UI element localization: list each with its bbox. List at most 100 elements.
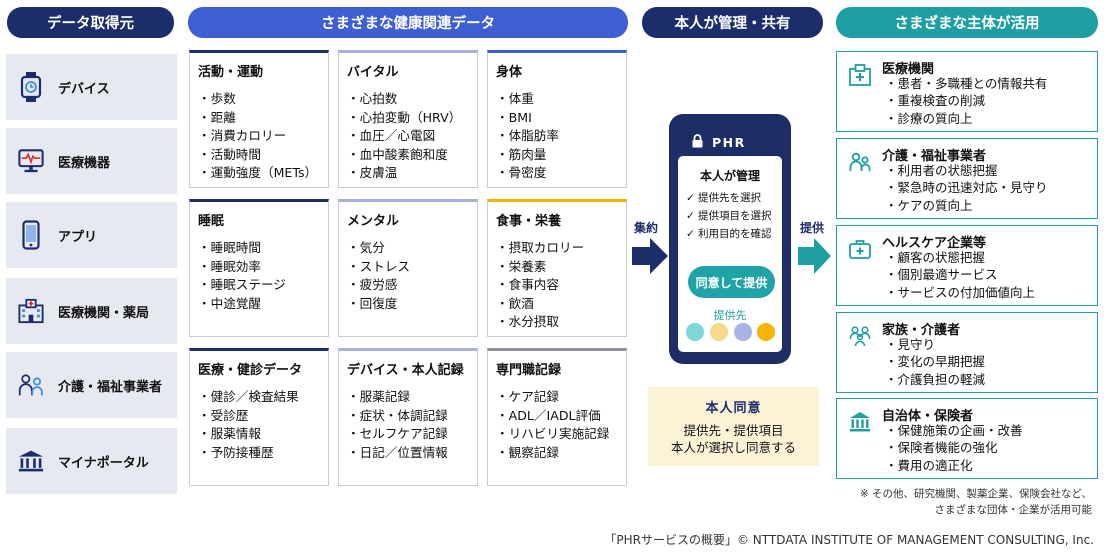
data-card-activity: 活動・運動 ・歩数 ・距離 ・消費カロリー ・活動時間 ・運動強度（METs） (189, 50, 329, 188)
government-building-icon (18, 446, 44, 476)
data-card-vital: バイタル ・心拍数 ・心拍変動（HRV） ・血圧／心電図 ・血中酸素飽和度 ・皮… (338, 50, 478, 188)
card-item: ・歩数 (198, 91, 236, 106)
check-icon: ✓ (686, 228, 695, 240)
checklist-item: ✓提供項目を選択 (686, 208, 772, 223)
user-item: ・費用の適正化 (885, 457, 973, 473)
phone-screen (678, 156, 782, 352)
arrow-collect-icon (632, 238, 668, 274)
card-item: ・回復度 (347, 295, 398, 311)
card-item: ・中途覚醒 (198, 295, 261, 311)
share-target-dot[interactable] (686, 323, 704, 341)
header-health-data: さまざまな健康関連データ (188, 7, 628, 38)
source-medical-device: 医療機器 (6, 128, 177, 194)
user-municipality-insurer: 自治体・保険者 ・保健施策の企画・改善 ・保険者機能の強化 ・費用の適正化 (836, 398, 1098, 479)
share-target-label: 提供先 (713, 309, 747, 322)
card-item: ・心拍変動（HRV） (347, 109, 462, 125)
data-card-body: 身体 ・体重 ・BMI ・体脂肪率 ・筋肉量 ・骨密度 (487, 50, 627, 188)
source-hospital-pharmacy: 医療機関・薬局 (6, 278, 177, 344)
card-item: ・心拍数 (347, 91, 398, 106)
medical-bag-icon (849, 238, 871, 260)
card-item: ・BMI (496, 109, 532, 125)
card-item: ・活動時間 (198, 146, 261, 162)
checklist-item: ✓利用目的を確認 (686, 226, 772, 241)
user-item: ・見守り (885, 337, 936, 352)
card-item: ・血中酸素飽和度 (347, 146, 448, 162)
smartwatch-icon (18, 72, 44, 102)
user-item: ・重複検査の削減 (885, 93, 986, 109)
consent-line: 本人が選択し同意する (670, 440, 796, 455)
card-item: ・気分 (347, 240, 385, 255)
user-item: ・ケアの質向上 (885, 197, 973, 213)
card-item: ・飲酒 (496, 295, 534, 311)
card-item: ・筋肉量 (496, 146, 547, 162)
card-item: ・睡眠ステージ (198, 277, 286, 293)
card-item: ・摂取カロリー (496, 240, 585, 255)
header-data-sources: データ取得元 (7, 7, 174, 38)
source-label: 医療機器 (58, 155, 111, 171)
user-care-welfare: 介護・福祉事業者 ・利用者の状態把握 ・緊急時の迅速対応・見守り ・ケアの質向上 (836, 138, 1098, 219)
user-item: ・変化の早期把握 (885, 354, 986, 370)
source-label: 医療機関・薬局 (58, 305, 150, 321)
source-label: デバイス (58, 81, 110, 97)
source-label: 介護・福祉事業者 (58, 379, 163, 395)
card-title: デバイス・本人記録 (347, 363, 464, 378)
user-title: 医療機関 (882, 62, 935, 77)
source-label: アプリ (58, 229, 98, 245)
user-item: ・利用者の状態把握 (885, 163, 998, 178)
source-device: デバイス (6, 54, 177, 120)
card-item: ・日記／位置情報 (347, 444, 448, 460)
consent-box (648, 387, 819, 466)
user-item: ・患者・多職種との情報共有 (885, 76, 1048, 91)
card-title: バイタル (347, 65, 399, 80)
share-target-dot[interactable] (757, 323, 775, 341)
header-self-management: 本人が管理・共有 (642, 7, 823, 38)
card-title: 睡眠 (198, 214, 225, 229)
user-item: ・顧客の状態把握 (885, 250, 986, 265)
card-item: ・疲労感 (347, 277, 398, 293)
phone-header: PHR (678, 131, 782, 153)
user-title: 自治体・保険者 (882, 409, 974, 424)
card-item: ・睡眠効率 (198, 258, 261, 274)
copyright: 「PHRサービスの概要」© NTTDATA INSTITUTE OF MANAG… (604, 533, 1094, 547)
card-item: ・観察記録 (496, 444, 559, 460)
card-item: ・症状・体調記録 (347, 407, 448, 423)
government-building-icon (849, 411, 871, 433)
agree-and-provide-button[interactable]: 同意して提供 (688, 266, 775, 298)
card-item: ・距離 (198, 109, 236, 125)
checklist-text: 提供項目を選択 (698, 210, 772, 222)
medical-monitor-icon (18, 146, 44, 176)
source-mynaportal: マイナポータル (6, 428, 177, 494)
card-item: ・睡眠時間 (198, 240, 261, 255)
card-title: 医療・健診データ (198, 363, 303, 378)
consent-title: 本人同意 (705, 401, 762, 416)
user-item: ・診療の質向上 (885, 110, 973, 126)
card-item: ・服薬記録 (347, 389, 410, 404)
card-item: ・皮膚温 (347, 165, 398, 181)
check-icon: ✓ (686, 192, 695, 204)
family-icon (849, 325, 871, 347)
source-label: マイナポータル (58, 455, 149, 471)
card-item: ・ストレス (347, 258, 410, 274)
user-item: ・緊急時の迅速対応・見守り (885, 180, 1048, 196)
lock-icon (692, 133, 703, 151)
header-usage: さまざまな主体が活用 (836, 7, 1098, 38)
data-card-mental: メンタル ・気分 ・ストレス ・疲労感 ・回復度 (338, 199, 478, 337)
share-target-dot[interactable] (710, 323, 728, 341)
user-title: 家族・介護者 (882, 323, 961, 338)
smartphone-icon (18, 220, 44, 250)
data-card-medical-checkup: 医療・健診データ ・健診／検査結果 ・受診歴 ・服薬情報 ・予防接種歴 (189, 348, 329, 486)
card-item: ・体重 (496, 91, 534, 106)
footnote-line: さまざまな団体・企業が活用可能 (934, 504, 1093, 516)
data-card-nutrition: 食事・栄養 ・摂取カロリー ・栄養素 ・食事内容 ・飲酒 ・水分摂取 (487, 199, 627, 337)
card-item: ・予防接種歴 (198, 444, 274, 460)
card-item: ・消費カロリー (198, 128, 287, 144)
user-title: 介護・福祉事業者 (882, 149, 987, 164)
card-item: ・栄養素 (496, 258, 547, 274)
card-item: ・食事内容 (496, 277, 559, 293)
checklist-text: 利用目的を確認 (698, 228, 772, 240)
user-item: ・個別最適サービス (885, 267, 998, 283)
hospital-icon (849, 64, 871, 86)
arrow-collect-label: 集約 (634, 221, 659, 235)
share-target-dot[interactable] (734, 323, 752, 341)
card-item: ・健診／検査結果 (198, 389, 299, 404)
